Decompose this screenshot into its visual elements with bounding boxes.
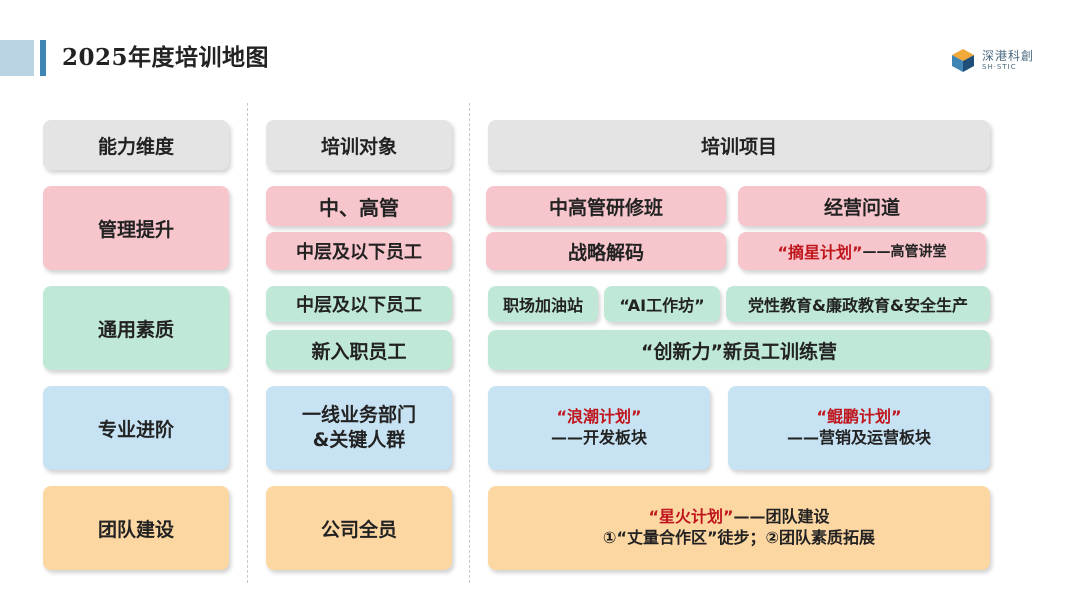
target-frontline-line2: &关键人群 <box>312 429 406 451</box>
header-ability-label: 能力维度 <box>97 135 174 158</box>
project-senior-class-label: 中高管研修班 <box>548 196 663 219</box>
header-project: 培训项目 <box>488 120 990 170</box>
project-innovation-camp-label: “创新力”新员工训练营 <box>641 340 837 363</box>
dimension-management-label: 管理提升 <box>97 218 174 241</box>
page-title: 2025年度培训地图 <box>62 44 270 71</box>
project-senior-class: 中高管研修班 <box>486 186 726 226</box>
project-star-plan-suffix: ——高管讲堂 <box>862 244 947 260</box>
logo-english: SH·STIC <box>982 63 1017 71</box>
project-wave-plan-sub: ——开发板块 <box>550 428 647 447</box>
dimension-team: 团队建设 <box>43 486 229 570</box>
dimension-general-label: 通用素质 <box>97 318 174 341</box>
project-spark-plan-name: “星火计划” <box>648 507 734 527</box>
target-all-staff-label: 公司全员 <box>320 518 397 541</box>
dimension-professional: 专业进阶 <box>43 386 229 470</box>
project-star-plan: “摘星计划”——高管讲堂 <box>738 232 986 270</box>
project-party-education: 党性教育&廉政教育&安全生产 <box>726 286 990 322</box>
project-workplace-station: 职场加油站 <box>488 286 598 322</box>
project-innovation-camp: “创新力”新员工训练营 <box>488 330 990 370</box>
project-business-path: 经营问道 <box>738 186 986 226</box>
target-frontline: 一线业务部门 &关键人群 <box>266 386 452 470</box>
header-target-label: 培训对象 <box>320 135 397 158</box>
dimension-professional-label: 专业进阶 <box>97 418 174 441</box>
dimension-team-label: 团队建设 <box>97 518 174 541</box>
target-middle-management-label: 中层及以下员工 <box>296 242 422 263</box>
dimension-management: 管理提升 <box>43 186 229 270</box>
title-decoration-accent <box>40 40 46 76</box>
target-all-staff: 公司全员 <box>266 486 452 570</box>
target-frontline-line1: 一线业务部门 <box>301 404 416 427</box>
project-wave-plan: “浪潮计划” ——开发板块 <box>488 386 710 470</box>
title-decoration-light <box>0 40 34 76</box>
cube-logo-icon <box>952 49 974 72</box>
column-divider <box>469 103 470 583</box>
header-project-label: 培训项目 <box>700 135 777 158</box>
header-target: 培训对象 <box>266 120 452 170</box>
project-kunpeng-plan: “鲲鹏计划” ——营销及运营板块 <box>728 386 990 470</box>
column-divider <box>247 103 248 583</box>
project-workplace-station-label: 职场加油站 <box>502 296 583 315</box>
target-senior: 中、高管 <box>266 186 452 226</box>
project-party-education-label: 党性教育&廉政教育&安全生产 <box>748 296 968 315</box>
project-spark-plan-suffix: ——团队建设 <box>733 507 830 527</box>
project-ai-workshop: “AI工作坊” <box>604 286 720 322</box>
project-strategy-decoding: 战略解码 <box>486 232 726 270</box>
project-spark-plan-detail: ①“丈量合作区”徒步；②团队素质拓展 <box>602 528 876 547</box>
project-kunpeng-plan-sub: ——营销及运营板块 <box>786 428 931 447</box>
project-wave-plan-name: “浪潮计划” <box>556 407 642 427</box>
target-new-employee: 新入职员工 <box>266 330 452 370</box>
project-strategy-decoding-label: 战略解码 <box>567 241 644 264</box>
dimension-general: 通用素质 <box>43 286 229 370</box>
target-middle-general-label: 中层及以下员工 <box>296 295 422 316</box>
target-senior-label: 中、高管 <box>319 195 399 220</box>
target-middle-general: 中层及以下员工 <box>266 286 452 322</box>
target-middle-management: 中层及以下员工 <box>266 232 452 270</box>
project-ai-workshop-label: “AI工作坊” <box>619 296 705 315</box>
project-business-path-label: 经营问道 <box>823 196 900 219</box>
logo-name: 深港科創 <box>982 49 1035 63</box>
project-star-plan-name: “摘星计划” <box>777 243 863 262</box>
header-ability: 能力维度 <box>43 120 229 170</box>
project-spark-plan: “星火计划”——团队建设 ①“丈量合作区”徒步；②团队素质拓展 <box>488 486 990 570</box>
project-kunpeng-plan-name: “鲲鹏计划” <box>816 407 902 427</box>
company-logo: 深港科創 SH·STIC <box>950 47 1050 77</box>
target-new-employee-label: 新入职员工 <box>311 340 407 363</box>
